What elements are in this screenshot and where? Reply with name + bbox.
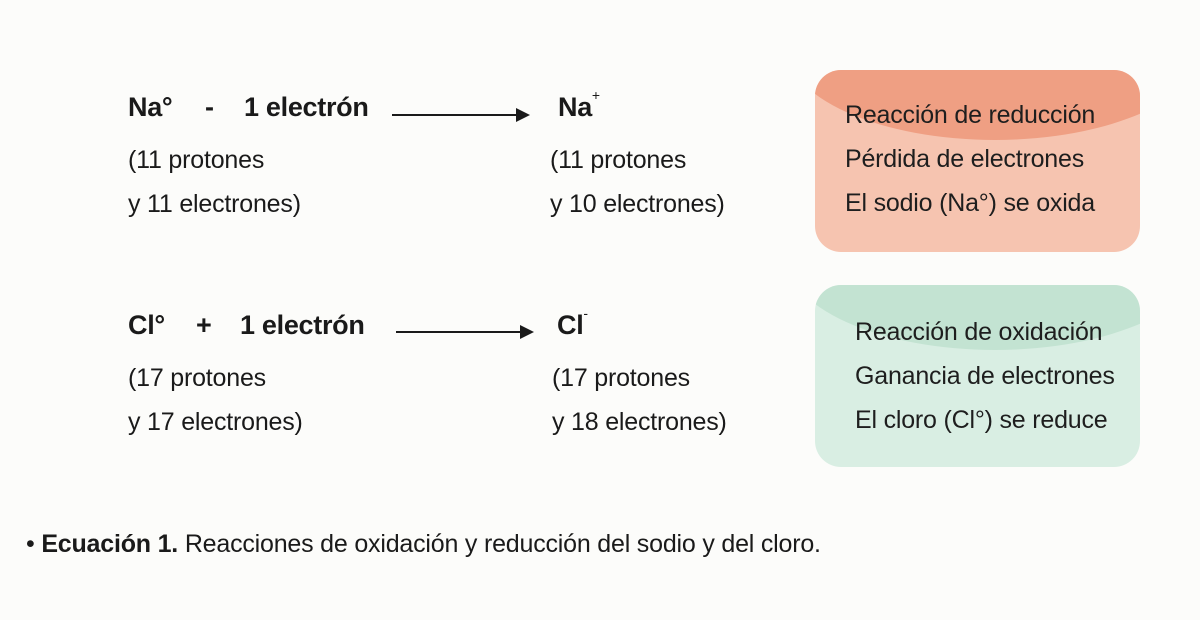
cl-ion-symbol: Cl <box>557 310 584 340</box>
cl-right-atom: Cl- <box>557 305 588 341</box>
cl-left-protons: (17 protones <box>128 364 266 392</box>
cl-left-atom: Cl° <box>128 310 165 340</box>
na-right-atom: Na+ <box>558 87 600 123</box>
na-box-summary: El sodio (Na°) se oxida <box>845 189 1095 217</box>
cl-box-reaction-type: Reacción de oxidación <box>855 318 1103 346</box>
na-electron-term: 1 electrón <box>244 92 369 122</box>
cl-left-description: (17 protones y 17 electrones) <box>128 356 303 444</box>
caption-label: Ecuación 1. <box>41 530 179 558</box>
cl-reaction-box: Reacción de oxidación Ganancia de electr… <box>815 285 1140 467</box>
na-left-atom: Na° <box>128 92 173 122</box>
cl-left-electrons: y 17 electrones) <box>128 408 303 436</box>
cl-right-protons: (17 protones <box>552 364 690 392</box>
figure-caption: • Ecuación 1. Reacciones de oxidación y … <box>26 530 821 559</box>
na-box-reaction-type: Reacción de reducción <box>845 101 1096 129</box>
na-left-description: (11 protones y 11 electrones) <box>128 138 301 226</box>
arrow-head-icon <box>520 325 534 339</box>
cl-electron-term: 1 electrón <box>240 310 365 340</box>
na-reaction-box: Reacción de reducción Pérdida de electro… <box>815 70 1140 252</box>
cl-box-electron-change: Ganancia de electrones <box>855 362 1115 390</box>
caption-bullet: • <box>26 530 35 558</box>
na-ion-symbol: Na <box>558 92 592 122</box>
cl-ion-charge: - <box>583 305 588 321</box>
na-right-protons: (11 protones <box>550 146 687 174</box>
na-right-description: (11 protones y 10 electrones) <box>550 138 725 226</box>
cl-reaction-arrow <box>396 325 534 339</box>
na-left-electrons: y 11 electrones) <box>128 190 301 218</box>
cl-right-description: (17 protones y 18 electrones) <box>552 356 727 444</box>
na-reaction-arrow <box>392 108 530 122</box>
arrow-head-icon <box>516 108 530 122</box>
na-ion-charge: + <box>591 87 600 103</box>
na-operator: - <box>205 92 214 122</box>
na-left-protons: (11 protones <box>128 146 265 174</box>
cl-right-electrons: y 18 electrones) <box>552 408 727 436</box>
caption-text: Reacciones de oxidación y reducción del … <box>184 530 821 558</box>
na-box-electron-change: Pérdida de electrones <box>845 145 1085 173</box>
cl-box-summary: El cloro (Cl°) se reduce <box>855 406 1108 434</box>
na-right-electrons: y 10 electrones) <box>550 190 725 218</box>
cl-operator: + <box>196 310 212 340</box>
